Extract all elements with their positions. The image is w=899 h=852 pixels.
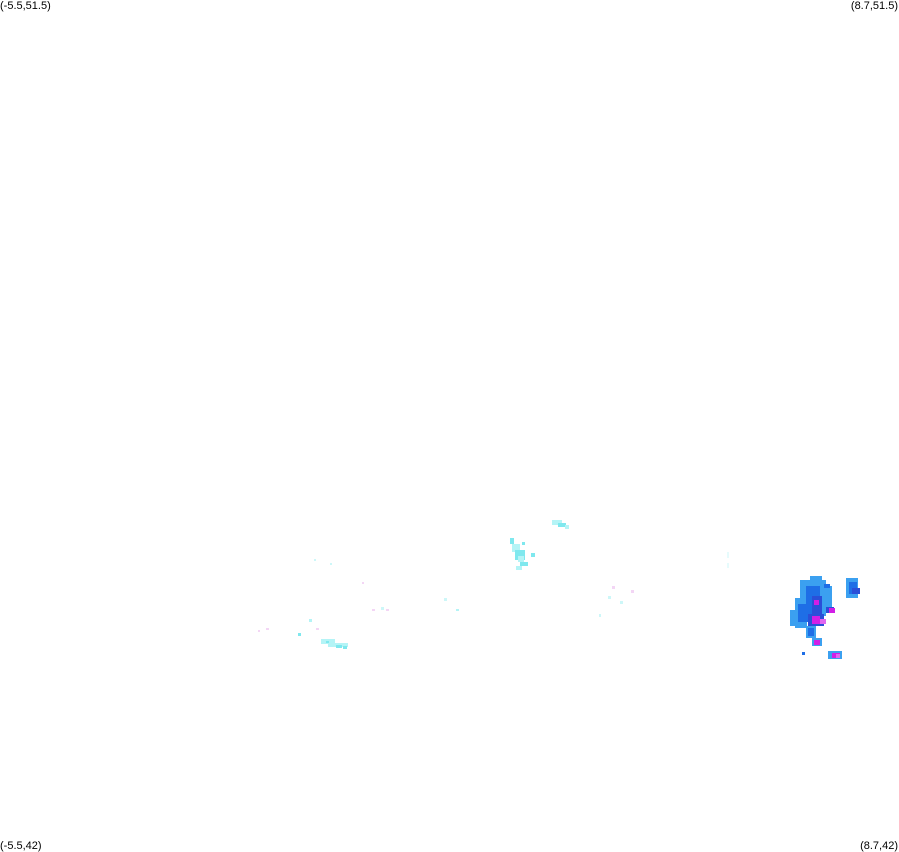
echo-cell: [852, 588, 860, 594]
echo-cell: [330, 563, 332, 565]
echo-cell: [316, 628, 319, 630]
corner-coordinate-top-left: (-5.5,51.5): [0, 0, 51, 12]
echo-cell: [810, 576, 822, 584]
echo-cell: [599, 614, 601, 617]
echo-cell: [512, 544, 520, 552]
echo-cell: [608, 596, 611, 599]
echo-cell: [808, 628, 814, 636]
echo-cell: [516, 566, 522, 570]
echo-cell: [814, 600, 819, 605]
corner-coordinate-bottom-right: (8.7,42): [860, 840, 898, 852]
echo-cell: [326, 641, 329, 643]
echo-cell: [552, 520, 562, 525]
echo-cell: [727, 552, 729, 558]
echo-cell: [829, 608, 835, 613]
echo-cell: [522, 542, 525, 545]
echo-cell: [258, 630, 260, 632]
storm-cell-east: [790, 576, 860, 659]
echo-cell: [386, 609, 389, 611]
echo-cell: [444, 598, 447, 601]
echo-cell: [565, 525, 569, 529]
echo-cell: [510, 538, 514, 544]
light-echo-band-south: [321, 639, 348, 649]
echo-cell: [631, 590, 634, 593]
light-echo-cluster-west: [258, 559, 459, 636]
echo-cell: [812, 616, 820, 624]
echo-cell: [336, 645, 342, 648]
light-echo-cluster-central: [510, 520, 729, 617]
echo-cell: [814, 640, 820, 645]
echo-cell: [456, 609, 459, 611]
echo-cell: [802, 652, 805, 655]
echo-cell: [612, 586, 615, 589]
echo-cell: [343, 646, 347, 649]
echo-cell: [515, 550, 525, 560]
echo-cell: [362, 582, 364, 584]
echo-cell: [520, 562, 528, 566]
echo-cell: [727, 563, 729, 568]
corner-coordinate-top-right: (8.7,51.5): [850, 0, 898, 12]
echo-cell: [620, 601, 623, 604]
echo-cell: [518, 556, 524, 562]
echo-cell: [824, 584, 830, 588]
corner-coordinate-bottom-left: (-5.5,42): [0, 840, 42, 852]
echo-cell: [298, 633, 301, 636]
echo-cell: [836, 654, 840, 658]
echo-cell: [812, 596, 822, 616]
echo-cell: [820, 619, 826, 624]
echo-cell: [558, 523, 566, 527]
echo-cell: [309, 619, 312, 622]
echo-cell: [314, 559, 316, 561]
echo-cell: [531, 553, 535, 557]
echo-cell: [266, 628, 269, 630]
echo-cell: [372, 609, 375, 611]
echo-cell: [790, 610, 800, 626]
echo-cell: [381, 607, 384, 610]
echo-cell: [798, 604, 808, 622]
